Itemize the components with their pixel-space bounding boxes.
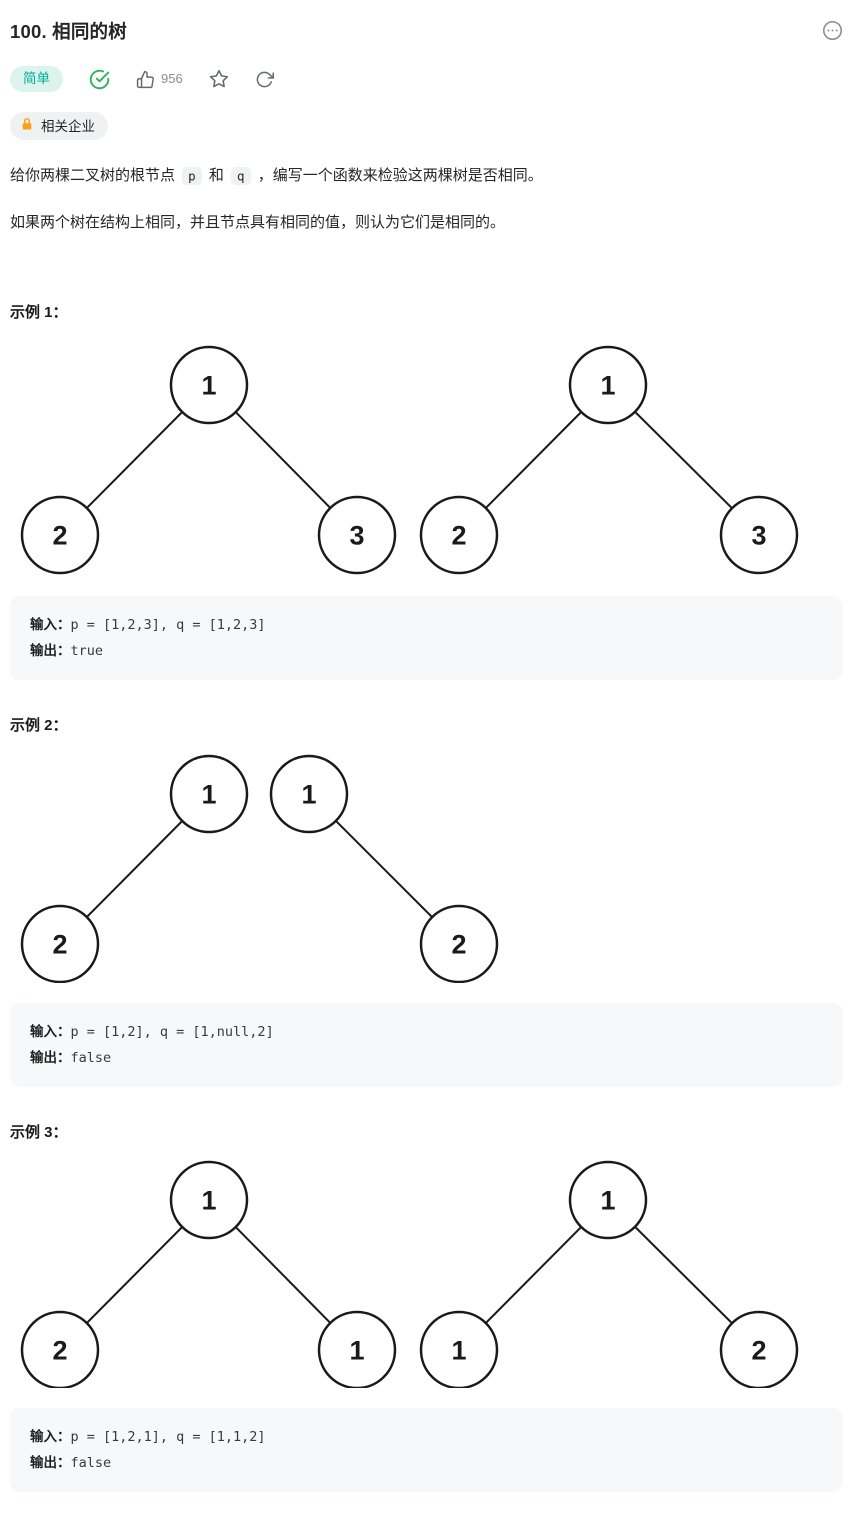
- ellipsis-circle-icon: [822, 20, 843, 44]
- tree-node: [169, 754, 249, 833]
- tree-node-value: 2: [52, 520, 67, 550]
- tree-node: [719, 495, 799, 574]
- problem-statement-line2: 如果两个树在结构上相同，并且节点具有相同的值，则认为它们是相同的。: [10, 214, 506, 232]
- tree-node-value: 1: [600, 1185, 615, 1215]
- example-3-output-line: 输出：false: [30, 1454, 112, 1471]
- tree-node: [568, 1160, 648, 1239]
- tree-node-value: 2: [451, 520, 466, 550]
- tree-node-value: 2: [52, 1335, 67, 1365]
- problem-statement-line1: 给你两棵二叉树的根节点 p 和 q ，编写一个函数来检验这两棵树是否相同。: [10, 166, 543, 185]
- related-companies-button[interactable]: 相关企业: [10, 112, 108, 140]
- tree-node: [169, 1160, 249, 1239]
- inline-code-p: p: [182, 166, 202, 185]
- example-2-io-block: 输入：p = [1,2], q = [1,null,2] 输出：false: [10, 1002, 843, 1087]
- favorite-button[interactable]: [209, 69, 229, 89]
- example-3-io-block: 输入：p = [1,2,1], q = [1,1,2] 输出：false: [10, 1407, 843, 1492]
- solved-status: [89, 69, 110, 90]
- example-2-heading: 示例 2：: [10, 716, 68, 734]
- tree-node: [20, 904, 100, 983]
- example-1-input-line: 输入：p = [1,2,3], q = [1,2,3]: [30, 616, 266, 633]
- tree-node-value: 1: [451, 1335, 466, 1365]
- inline-code-q: q: [231, 166, 251, 185]
- example-2-input-line: 输入：p = [1,2], q = [1,null,2]: [30, 1023, 274, 1040]
- example-1-heading: 示例 1：: [10, 303, 68, 321]
- check-circle-icon: [89, 69, 110, 90]
- share-icon: [255, 70, 274, 89]
- more-options-button[interactable]: [822, 20, 843, 41]
- lock-icon: [20, 117, 34, 135]
- star-icon: [209, 69, 229, 89]
- meta-row: 简单 956: [10, 66, 843, 92]
- tree-node: [20, 1310, 100, 1388]
- example-2-tree-diagram: 1 2 1 2: [20, 754, 499, 983]
- tree-node-value: 1: [301, 779, 316, 809]
- tree-node: [719, 1310, 799, 1388]
- tree-node-value: 1: [201, 1185, 216, 1215]
- difficulty-badge[interactable]: 简单: [10, 66, 63, 92]
- example-3-tree-diagram: 1 2 1 1 1 2: [20, 1160, 799, 1388]
- tree-node: [317, 1310, 397, 1388]
- share-button[interactable]: [255, 70, 274, 89]
- tag-row: 相关企业: [10, 112, 843, 140]
- related-companies-label: 相关企业: [41, 118, 95, 134]
- tree-node-value: 1: [201, 779, 216, 809]
- tree-node: [20, 495, 100, 574]
- tree-node: [269, 754, 349, 833]
- example-1-output-line: 输出：true: [30, 642, 104, 659]
- tree-node-value: 3: [349, 520, 364, 550]
- tree-node-value: 2: [451, 929, 466, 959]
- tree-node-value: 3: [751, 520, 766, 550]
- tree-node: [568, 345, 648, 424]
- page-title: 100. 相同的树: [10, 21, 127, 42]
- tree-node-value: 1: [349, 1335, 364, 1365]
- example-1-io-block: 输入：p = [1,2,3], q = [1,2,3] 输出：true: [10, 595, 843, 680]
- tree-node: [419, 904, 499, 983]
- tree-node-value: 2: [52, 929, 67, 959]
- thumbs-up-icon: [136, 70, 155, 89]
- tree-node: [317, 495, 397, 574]
- tree-node: [419, 1310, 499, 1388]
- tree-node-value: 1: [600, 370, 615, 400]
- example-3-heading: 示例 3：: [10, 1123, 68, 1141]
- tree-node: [419, 495, 499, 574]
- like-button[interactable]: 956: [136, 70, 183, 89]
- tree-node-value: 1: [201, 370, 216, 400]
- example-1-tree-diagram: 1 2 3 1 2 3: [20, 345, 799, 574]
- tree-node-value: 2: [751, 1335, 766, 1365]
- example-2-output-line: 输出：false: [30, 1049, 112, 1066]
- tree-node: [169, 345, 249, 424]
- example-3-input-line: 输入：p = [1,2,1], q = [1,1,2]: [30, 1428, 266, 1445]
